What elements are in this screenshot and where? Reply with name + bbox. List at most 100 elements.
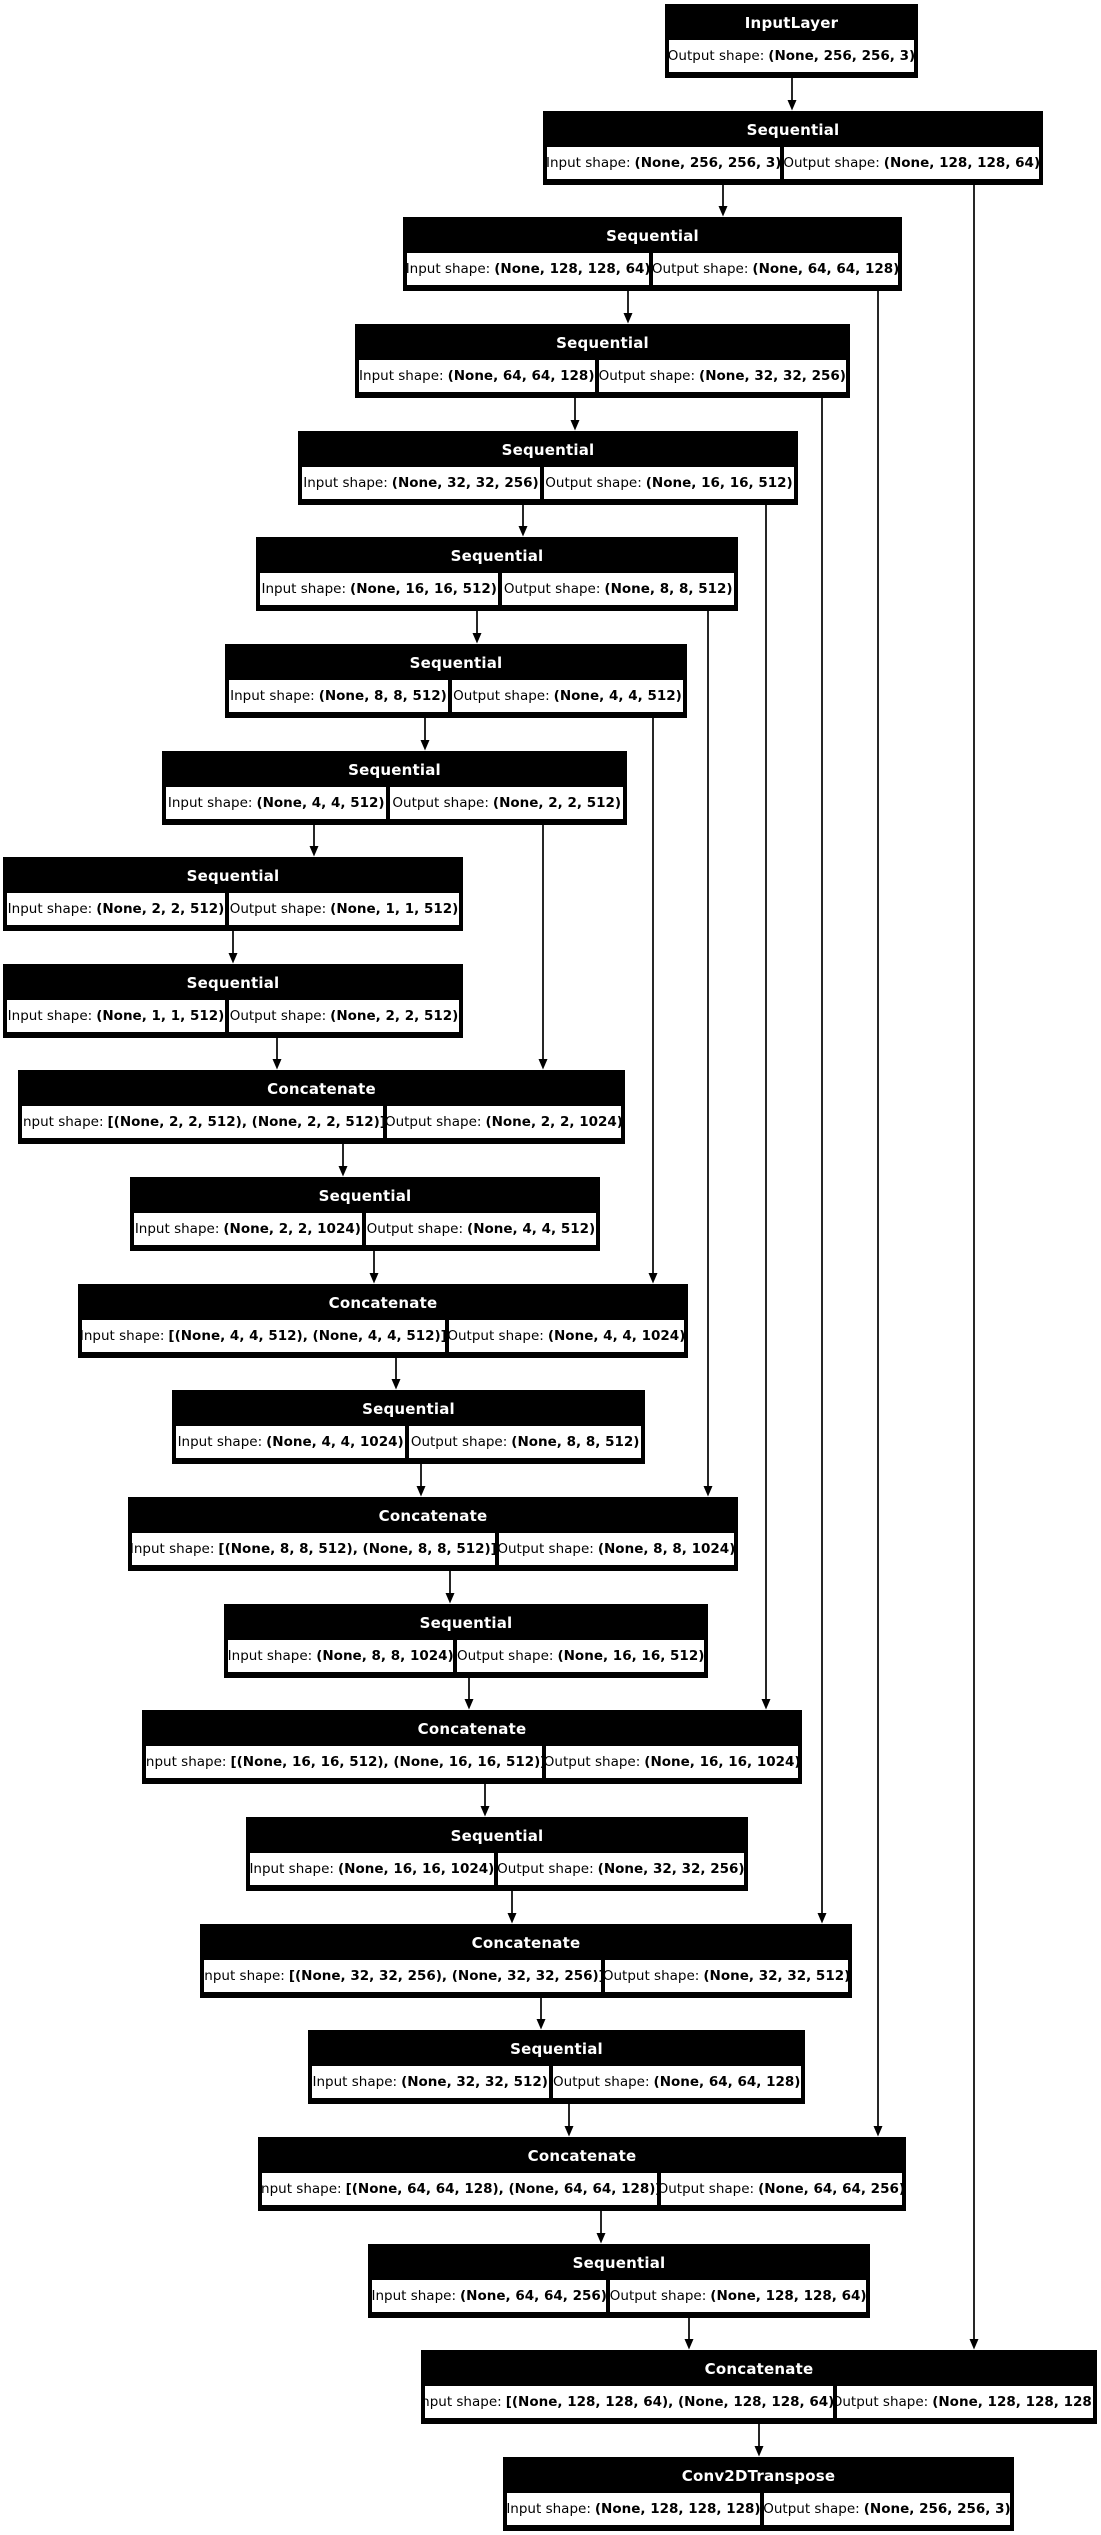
edge-skip-5-14-arrowhead — [703, 1486, 713, 1497]
node-title: Concatenate — [417, 1720, 527, 1738]
node-shape-row: Input shape:(None, 16, 16, 1024)Output s… — [250, 1853, 744, 1885]
node-shape-row: Input shape:(None, 2, 2, 512)Output shap… — [7, 893, 459, 925]
output-shape-cell-label: Output shape: — [553, 2074, 650, 2090]
output-shape-cell: Output shape:(None, 64, 64, 128) — [653, 253, 898, 285]
edge-chain-1-2-arrowhead — [718, 206, 728, 217]
output-shape-cell: Output shape:(None, 1, 1, 512) — [229, 893, 459, 925]
input-shape-cell-value: [(None, 16, 16, 512), (None, 16, 16, 512… — [230, 1754, 543, 1770]
edge-chain-2-3-arrowhead — [623, 313, 633, 324]
input-shape-cell-value: (None, 128, 128, 128) — [594, 2501, 760, 2517]
output-shape-cell: Output shape:(None, 32, 32, 256) — [598, 360, 846, 392]
edge-chain-19-20-arrowhead — [564, 2126, 574, 2137]
node-title: Concatenate — [328, 1294, 438, 1312]
input-shape-cell-label: Input shape: — [250, 1861, 334, 1877]
edge-chain-8-9-arrowhead — [228, 953, 238, 964]
input-shape-cell-value: (None, 8, 8, 512) — [318, 688, 447, 704]
input-shape-cell: Input shape:(None, 16, 16, 1024) — [250, 1853, 494, 1885]
node-title: Sequential — [450, 1827, 544, 1845]
node-shape-row: Input shape:(None, 2, 2, 1024)Output sha… — [134, 1213, 597, 1245]
edge-chain-22-23-arrowhead — [754, 2446, 764, 2457]
edge-chain-21-22-arrowhead — [684, 2339, 694, 2350]
edge-chain-7-8-arrowhead — [309, 846, 319, 857]
node-title: Sequential — [348, 761, 441, 779]
node-shape-row: Input shape:[(None, 8, 8, 512), (None, 8… — [132, 1533, 734, 1565]
input-shape-cell: Input shape:(None, 1, 1, 512) — [7, 1000, 226, 1032]
input-shape-cell-label: Input shape: — [167, 795, 253, 811]
output-shape-cell: Output shape:(None, 128, 128, 64) — [610, 2280, 866, 2312]
output-shape-cell-value: (None, 4, 4, 512) — [553, 688, 682, 704]
output-shape-cell-value: (None, 64, 64, 128) — [752, 261, 898, 277]
node-shape-row: Input shape:[(None, 32, 32, 256), (None,… — [204, 1960, 848, 1992]
input-shape-cell-value: [(None, 2, 2, 512), (None, 2, 2, 512)] — [107, 1114, 383, 1130]
output-shape-cell-value: (None, 4, 4, 512) — [467, 1221, 596, 1237]
node-shape-row: Input shape:(None, 64, 64, 128)Output sh… — [359, 360, 846, 392]
input-shape-cell-value: (None, 32, 32, 256) — [391, 475, 539, 491]
input-shape-cell-label: Input shape: — [7, 1008, 93, 1024]
node-shape-row: Input shape:[(None, 4, 4, 512), (None, 4… — [82, 1320, 684, 1352]
edge-chain-20-21-arrowhead — [596, 2233, 606, 2244]
input-shape-cell: Input shape:(None, 4, 4, 1024) — [176, 1426, 406, 1458]
input-shape-cell-label: Input shape: — [303, 475, 388, 491]
input-shape-cell: Input shape:(None, 64, 64, 128) — [359, 360, 595, 392]
input-shape-cell-value: [(None, 4, 4, 512), (None, 4, 4, 512)] — [168, 1328, 445, 1344]
node-title: Sequential — [409, 654, 503, 672]
output-shape-cell-label: Output shape: — [497, 1861, 594, 1877]
edge-chain-18-19-arrowhead — [536, 2019, 546, 2030]
output-shape-cell: Output shape:(None, 32, 32, 512) — [605, 1960, 848, 1992]
node-shape-row: Input shape:(None, 1, 1, 512)Output shap… — [7, 1000, 459, 1032]
output-shape-cell-label: Output shape: — [457, 1648, 554, 1664]
input-shape-cell-label: Input shape: — [134, 1221, 220, 1237]
input-shape-cell-value: [(None, 64, 64, 128), (None, 64, 64, 128… — [345, 2181, 657, 2197]
output-shape-cell-value: (None, 8, 8, 1024) — [597, 1541, 734, 1557]
edge-chain-16-17-arrowhead — [480, 1806, 490, 1817]
input-shape-cell: Input shape:(None, 8, 8, 1024) — [228, 1640, 454, 1672]
output-shape-cell-value: (None, 128, 128, 64) — [710, 2288, 866, 2304]
edge-skip-6-12-arrowhead — [648, 1273, 658, 1284]
edge-chain-12-13-arrowhead — [391, 1379, 401, 1390]
output-shape-cell-label: Output shape: — [498, 1541, 594, 1557]
output-shape-cell: Output shape:(None, 16, 16, 1024) — [546, 1746, 798, 1778]
output-shape-cell-label: Output shape: — [836, 2394, 929, 2410]
node-title: Sequential — [556, 334, 649, 352]
output-shape-cell: Output shape:(None, 64, 64, 256) — [660, 2173, 902, 2205]
node-title: Concatenate — [267, 1080, 376, 1098]
output-shape-cell-value: (None, 2, 2, 1024) — [485, 1114, 621, 1130]
output-shape-cell-label: Output shape: — [763, 2501, 860, 2517]
edge-chain-4-5-arrowhead — [518, 526, 528, 537]
input-shape-cell-value: (None, 2, 2, 512) — [96, 901, 225, 917]
input-shape-cell-value: [(None, 8, 8, 512), (None, 8, 8, 512)] — [218, 1541, 495, 1557]
output-shape-cell: Output shape:(None, 4, 4, 512) — [451, 680, 683, 712]
input-shape-cell: Input shape:(None, 128, 128, 128) — [507, 2493, 760, 2525]
input-shape-cell: Input shape:(None, 2, 2, 512) — [7, 893, 226, 925]
output-shape-cell: Output shape:(None, 128, 128, 128) — [836, 2386, 1093, 2418]
output-shape-cell: Output shape:(None, 64, 64, 128) — [552, 2066, 801, 2098]
node-shape-row: Input shape:(None, 32, 32, 512)Output sh… — [312, 2066, 801, 2098]
output-shape-cell: Output shape:(None, 256, 256, 3) — [669, 40, 914, 72]
edge-skip-4-16-arrowhead — [761, 1699, 771, 1710]
input-shape-cell-value: (None, 32, 32, 512) — [401, 2074, 548, 2090]
output-shape-cell-label: Output shape: — [392, 795, 489, 811]
input-shape-cell-value: (None, 64, 64, 128) — [447, 368, 595, 384]
output-shape-cell-label: Output shape: — [453, 688, 550, 704]
node-title: Concatenate — [527, 2147, 637, 2165]
output-shape-cell-label: Output shape: — [546, 1754, 641, 1770]
output-shape-cell-label: Output shape: — [660, 2181, 755, 2197]
output-shape-cell-value: (None, 16, 16, 1024) — [644, 1754, 798, 1770]
node-title: Sequential — [186, 867, 280, 885]
output-shape-cell: Output shape:(None, 4, 4, 1024) — [448, 1320, 684, 1352]
